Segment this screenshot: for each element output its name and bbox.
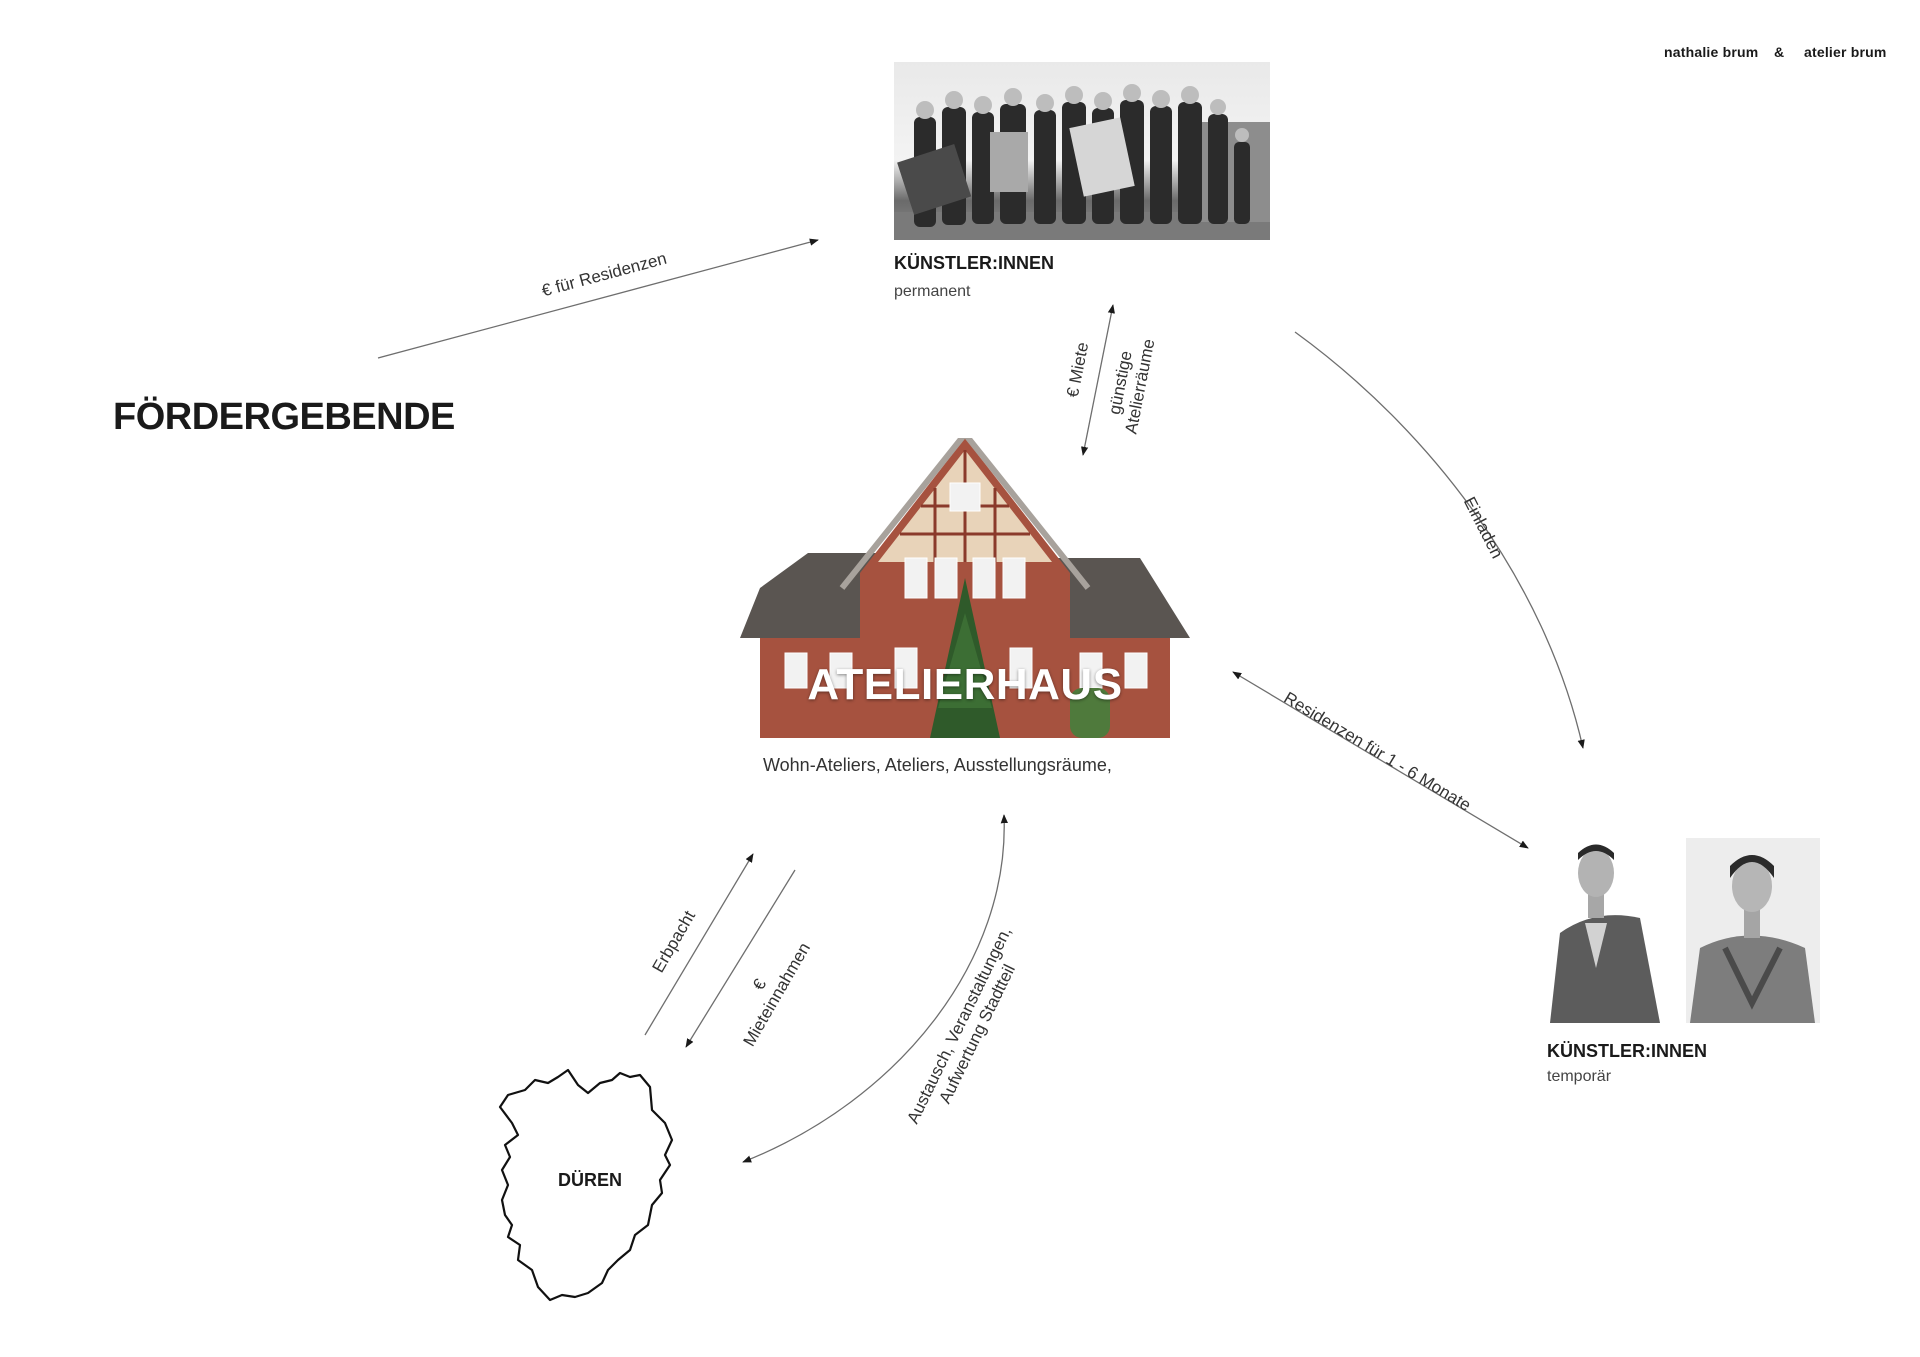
arrow-funders-to-artists (377, 238, 819, 359)
dueren-label: DÜREN (558, 1170, 623, 1190)
artists-temporary-title: KÜNSTLER:INNEN (1547, 1041, 1707, 1061)
portrait-woman (1686, 838, 1820, 1023)
credit-separator: & (1774, 44, 1785, 60)
artists-portraits (1550, 838, 1820, 1023)
arrow-exchange (742, 814, 1008, 1163)
arrow-rent (1081, 304, 1115, 456)
group-figures (894, 84, 1270, 240)
funders-title: FÖRDERGEBENDE (113, 396, 455, 438)
arrow-invite (1294, 331, 1585, 749)
portrait-man (1550, 844, 1660, 1023)
artists-permanent-title: KÜNSTLER:INNEN (894, 253, 1054, 273)
author-credit-right: atelier brum (1804, 44, 1887, 60)
dueren-map-outline (498, 1068, 674, 1302)
arrow-lease (644, 853, 754, 1036)
atelierhaus-title: ATELIERHAUS (807, 660, 1123, 709)
arrow-residencies (1232, 671, 1529, 849)
artists-group-photo (894, 62, 1270, 240)
author-credit-left: nathalie brum (1664, 44, 1759, 60)
atelierhaus-subtitle: Wohn-Ateliers, Ateliers, Ausstellungsräu… (763, 755, 1112, 775)
artists-permanent-subtitle: permanent (894, 283, 971, 300)
artists-temporary-subtitle: temporär (1547, 1068, 1612, 1085)
atelierhaus-building (740, 438, 1190, 738)
